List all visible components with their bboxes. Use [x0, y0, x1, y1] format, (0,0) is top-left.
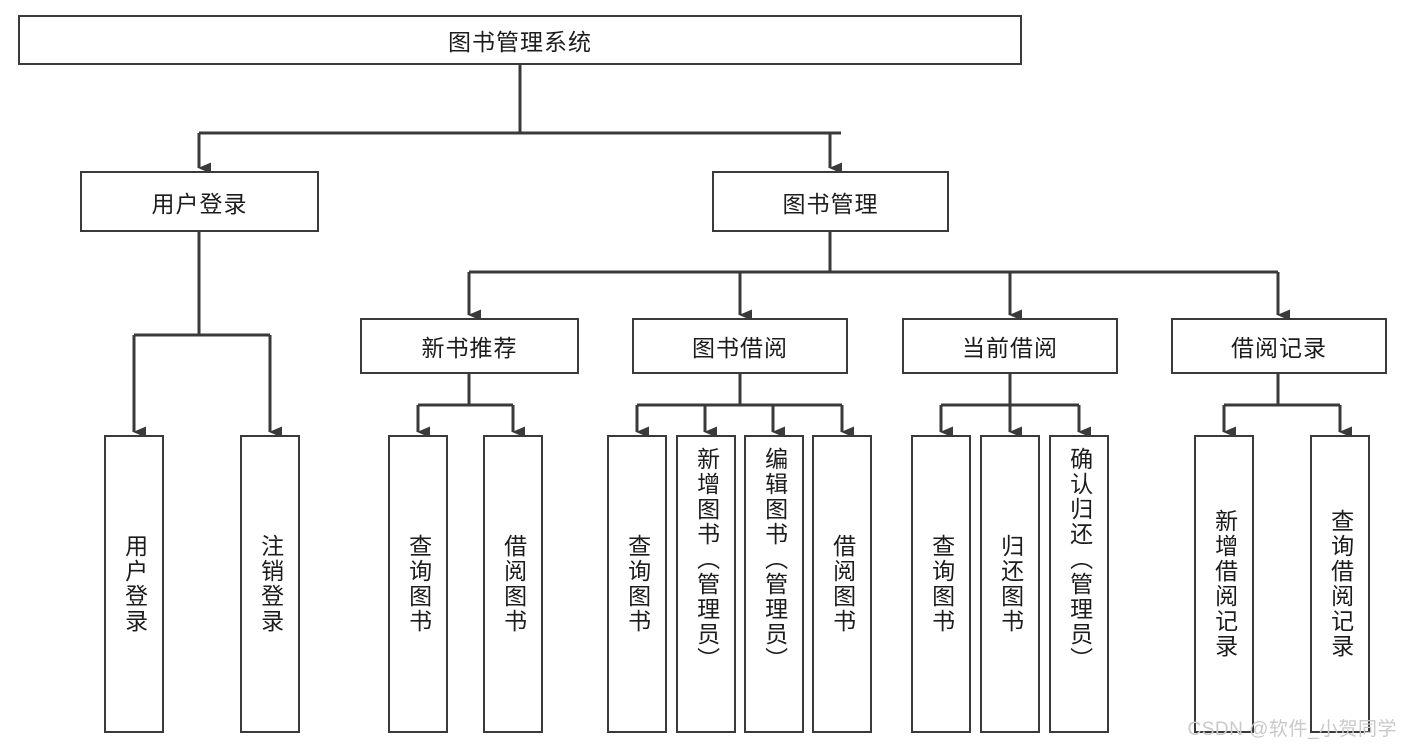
node-book-borrow[interactable]: 图书借阅 [632, 318, 848, 374]
node-label: 借阅图书 [829, 534, 856, 634]
node-label: 新书推荐 [421, 335, 518, 361]
node-label: 新增图书（管理员） [693, 447, 720, 672]
node-label: 查询借阅记录 [1327, 509, 1354, 659]
node-label: 用户登录 [151, 190, 248, 217]
node-label: 图书管理系统 [448, 29, 592, 55]
node-label: 查询图书 [928, 534, 955, 634]
leaf-current-borrow-query-book[interactable]: 查询图书 [911, 435, 971, 733]
node-label: 归还图书 [997, 534, 1024, 634]
node-label: 新增借阅记录 [1211, 509, 1238, 659]
leaf-book-borrow-borrow-book[interactable]: 借阅图书 [812, 435, 872, 733]
leaf-current-borrow-confirm-return[interactable]: 确认归还（管理员） [1049, 435, 1109, 733]
node-label: 图书借阅 [692, 335, 788, 361]
node-borrow-record[interactable]: 借阅记录 [1171, 318, 1387, 374]
leaf-user-login-login[interactable]: 用户登录 [104, 435, 164, 733]
leaf-user-login-logout[interactable]: 注销登录 [240, 435, 300, 733]
node-label: 注销登录 [257, 534, 284, 634]
leaf-new-book-query-book[interactable]: 查询图书 [388, 435, 448, 733]
leaf-book-borrow-add-book[interactable]: 新增图书（管理员） [676, 435, 736, 733]
node-label: 查询图书 [405, 534, 432, 634]
leaf-borrow-record-add-record[interactable]: 新增借阅记录 [1194, 435, 1254, 733]
leaf-borrow-record-query-record[interactable]: 查询借阅记录 [1310, 435, 1370, 733]
node-label: 借阅图书 [500, 534, 527, 634]
node-label: 当前借阅 [962, 335, 1058, 361]
node-label: 编辑图书（管理员） [761, 447, 788, 672]
csdn-watermark: CSDN @软件_小贺同学 [1187, 719, 1397, 740]
node-label: 查询图书 [624, 534, 651, 634]
leaf-current-borrow-return-book[interactable]: 归还图书 [980, 435, 1040, 733]
node-label: 图书管理 [782, 190, 879, 217]
node-root-system[interactable]: 图书管理系统 [18, 15, 1022, 65]
node-book-management[interactable]: 图书管理 [712, 171, 949, 232]
leaf-book-borrow-edit-book[interactable]: 编辑图书（管理员） [744, 435, 804, 733]
node-new-book-recommend[interactable]: 新书推荐 [360, 318, 579, 374]
leaf-new-book-borrow-book[interactable]: 借阅图书 [483, 435, 543, 733]
node-label: 用户登录 [121, 534, 148, 634]
node-label: 借阅记录 [1231, 335, 1327, 361]
node-current-borrow[interactable]: 当前借阅 [902, 318, 1118, 374]
node-user-login[interactable]: 用户登录 [80, 171, 319, 232]
leaf-book-borrow-query-book[interactable]: 查询图书 [607, 435, 667, 733]
node-label: 确认归还（管理员） [1066, 447, 1093, 672]
